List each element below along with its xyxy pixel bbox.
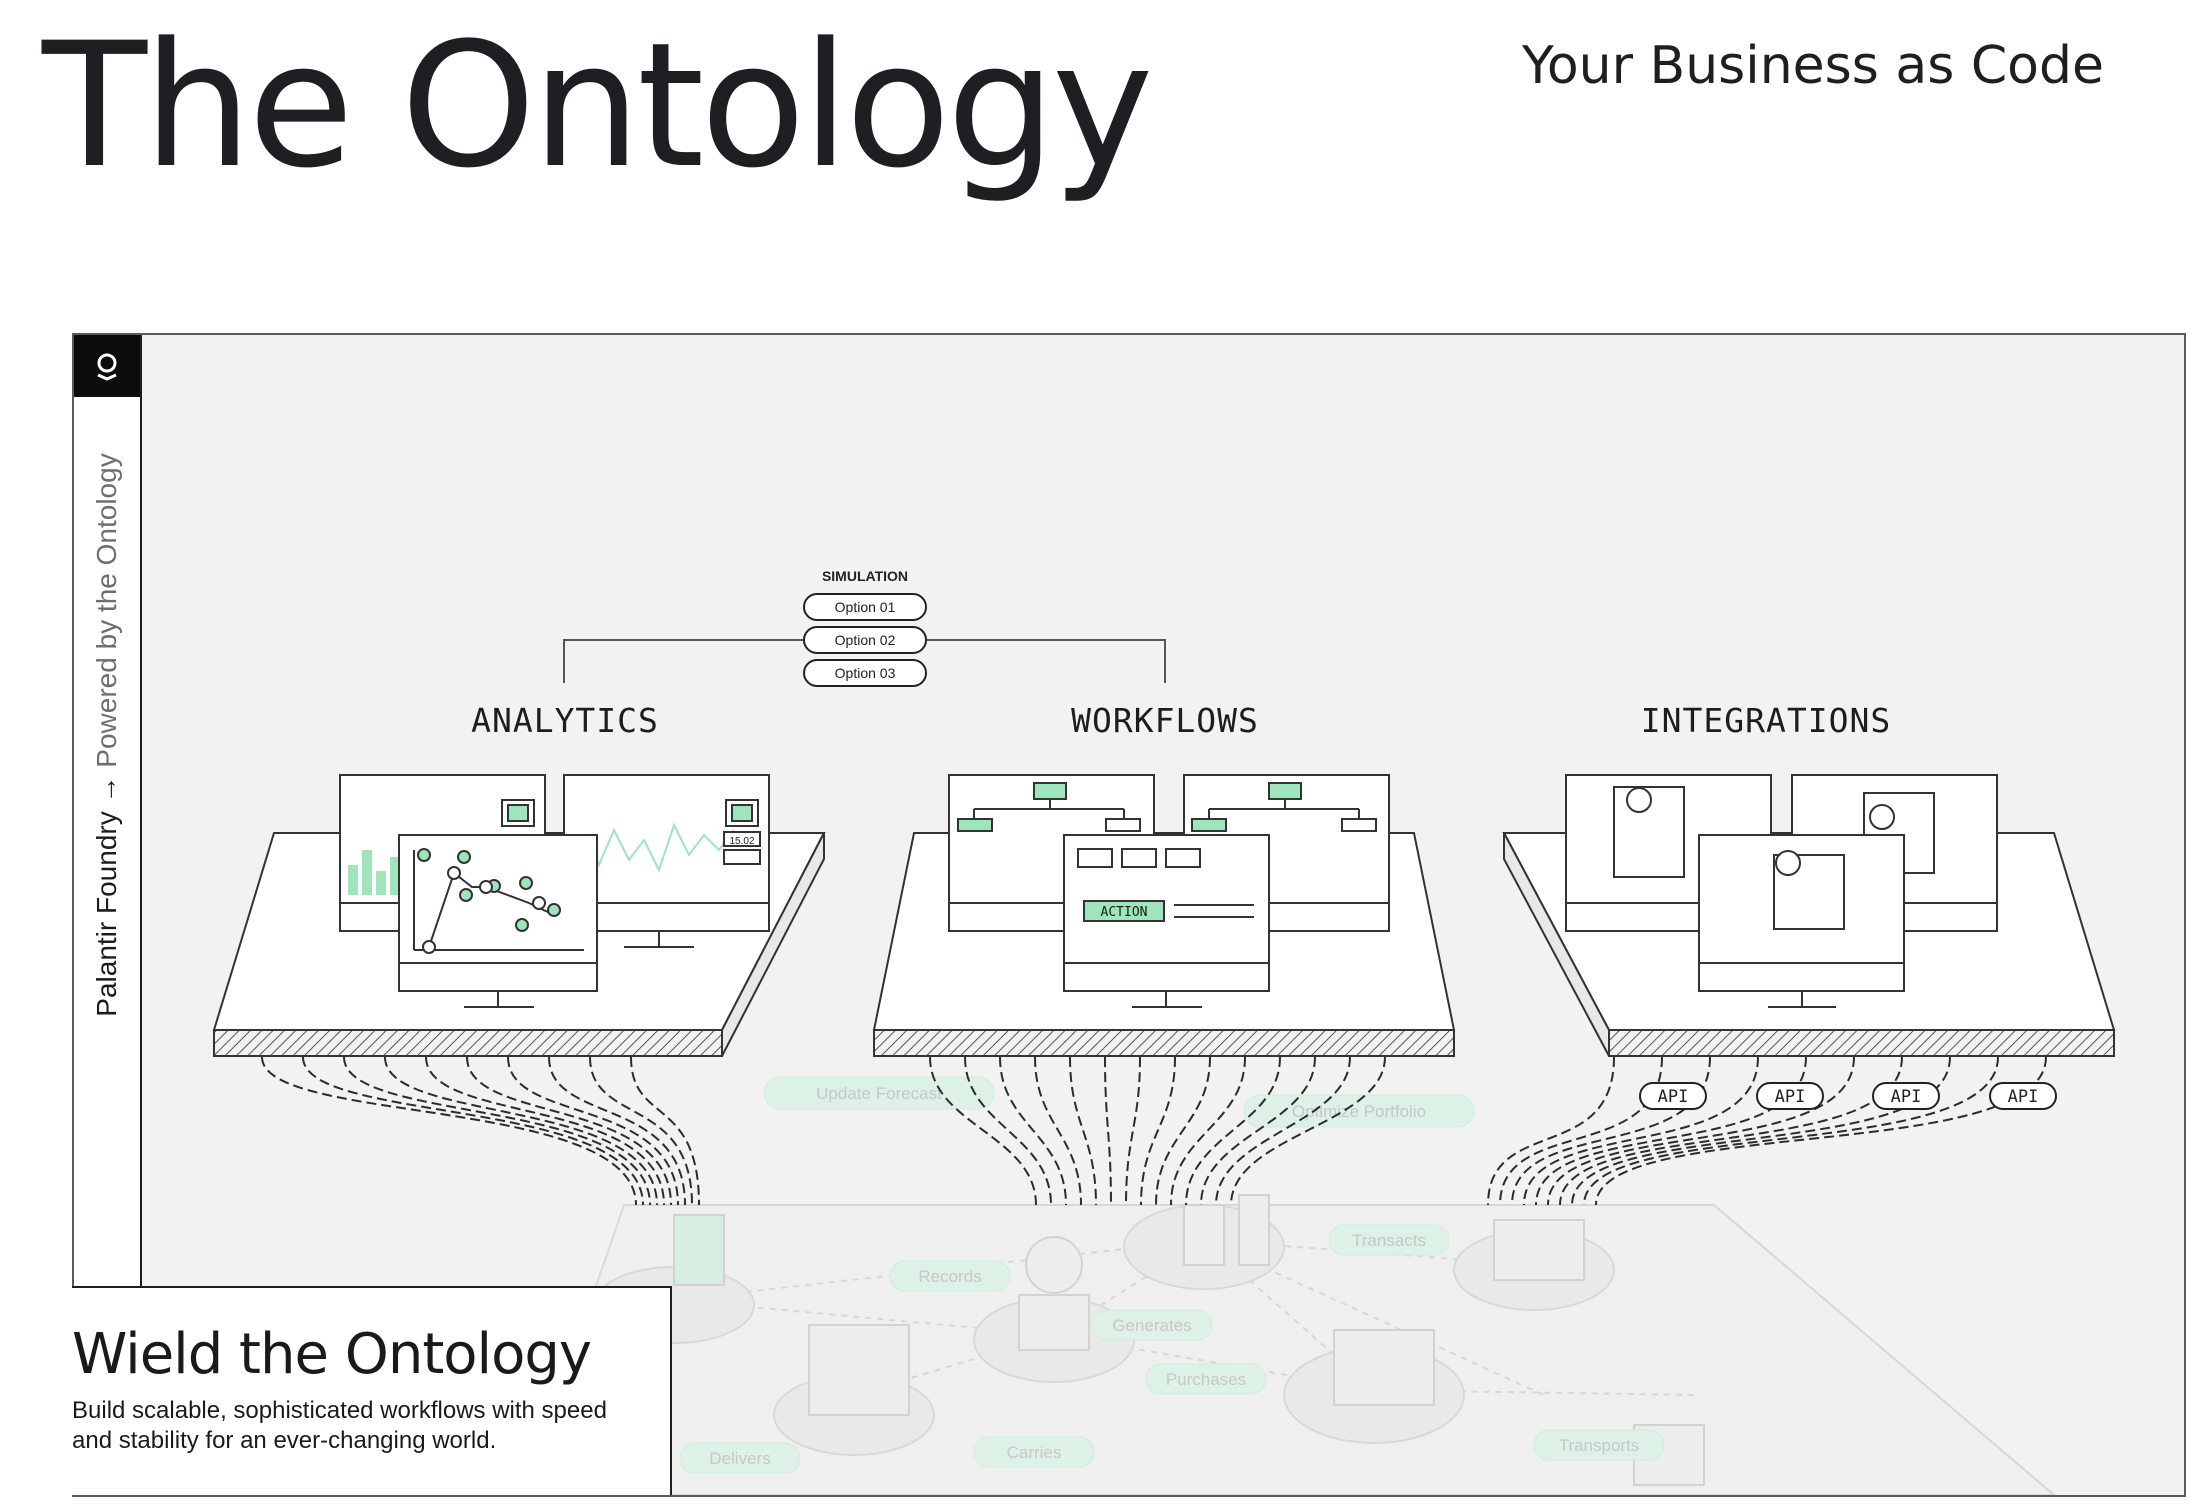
connection-cable (548, 1056, 686, 1206)
caption-card: Wield the Ontology Build scalable, sophi… (72, 1286, 672, 1495)
connection-cable (1125, 1056, 1141, 1206)
connection-cable (302, 1056, 644, 1206)
page-title: The Ontology (42, 5, 1154, 206)
connection-cable (1547, 1056, 1855, 1206)
connection-cable (1230, 1056, 1386, 1206)
api-badges: API API API API (1639, 1082, 2057, 1110)
connection-cable (1523, 1056, 1759, 1206)
link-label: Purchases (1166, 1370, 1246, 1389)
link-label: Generates (1112, 1316, 1191, 1335)
connection-cable (1069, 1056, 1097, 1206)
section-heading-workflows: WORKFLOWS (1071, 701, 1259, 740)
link-label: Update Forecast (816, 1084, 942, 1103)
caption-title: Wield the Ontology (72, 1322, 592, 1387)
api-badge: API (1658, 1087, 1689, 1107)
connection-cable (589, 1056, 693, 1206)
connection-cable (1215, 1056, 1351, 1206)
connection-cable (929, 1056, 1037, 1206)
link-label: Records (918, 1267, 981, 1286)
rail-breadcrumb: Palantir Foundry → Powered by the Ontolo… (91, 453, 123, 1016)
readout-value: 15.02 (729, 836, 754, 847)
connection-cable (1571, 1056, 1951, 1206)
api-badge: API (2008, 1087, 2039, 1107)
option-label: Option 01 (835, 599, 896, 615)
option-label: Option 03 (835, 665, 896, 681)
link-label: Optimize Portfolio (1292, 1102, 1426, 1121)
integrations-monitors (1565, 774, 1998, 1008)
rail-primary: Palantir Foundry (91, 811, 122, 1017)
simulation-group: SIMULATION Option 01 Option 02 Option 03 (563, 568, 1166, 687)
simulation-label: SIMULATION (822, 568, 908, 584)
connection-cable (1140, 1056, 1176, 1206)
ontology-base: Update Forecast Optimize Portfolio Recor… (522, 1076, 2056, 1495)
action-button[interactable]: ACTION (1101, 905, 1148, 920)
page-tagline: Your Business as Code (1522, 36, 2104, 96)
connection-cable (1170, 1056, 1246, 1206)
connection-cable (261, 1056, 637, 1206)
connection-cable (507, 1056, 679, 1206)
connection-cable (384, 1056, 658, 1206)
section-heading-analytics: ANALYTICS (471, 701, 659, 740)
connection-cable (964, 1056, 1052, 1206)
api-badge: API (1775, 1087, 1806, 1107)
simulation-option-3[interactable] (803, 659, 927, 687)
rail-secondary: Powered by the Ontology (91, 453, 122, 768)
section-heading-integrations: INTEGRATIONS (1641, 701, 1891, 740)
rail-arrow: → (91, 767, 122, 812)
ontology-diagram: Update Forecast Optimize Portfolio Recor… (212, 568, 2116, 1495)
connection-lines (261, 1056, 2047, 1206)
caption-body: Build scalable, sophisticated workflows … (72, 1397, 607, 1454)
link-label: Delivers (709, 1449, 770, 1468)
connection-cable (343, 1056, 651, 1206)
link-label: Transacts (1352, 1231, 1426, 1250)
simulation-option-1[interactable] (803, 593, 927, 621)
palantir-logo-icon[interactable] (74, 335, 140, 397)
connection-cable (1200, 1056, 1316, 1206)
connection-cable (1583, 1056, 1999, 1206)
connection-cable (1487, 1056, 1615, 1206)
link-label: Transports (1559, 1436, 1640, 1455)
connection-cable (1559, 1056, 1903, 1206)
connection-cable (1595, 1056, 2047, 1206)
connection-cable (999, 1056, 1067, 1206)
analytics-monitors: 15.02 (339, 774, 770, 1008)
diagram-frame: Update Forecast Optimize Portfolio Recor… (72, 333, 2186, 1497)
link-label: Carries (1007, 1443, 1062, 1462)
connection-cable (425, 1056, 665, 1206)
api-badge: API (1891, 1087, 1922, 1107)
connection-cable (1155, 1056, 1211, 1206)
connection-cable (1185, 1056, 1281, 1206)
connection-cable (1034, 1056, 1082, 1206)
simulation-option-2[interactable] (803, 626, 927, 654)
option-label: Option 02 (835, 632, 896, 648)
connection-cable (1104, 1056, 1112, 1206)
connection-cable (466, 1056, 672, 1206)
workflows-monitors: ACTION (948, 774, 1390, 1008)
connection-cable (630, 1056, 700, 1206)
